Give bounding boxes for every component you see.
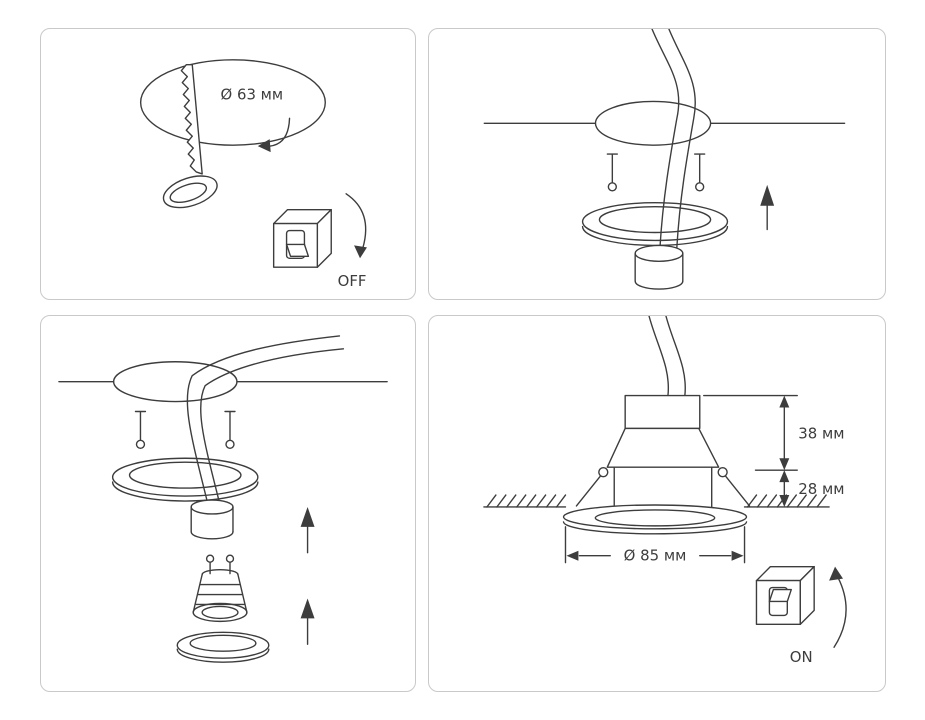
trim-flange <box>562 504 748 535</box>
ceiling-hole-outline <box>139 59 326 146</box>
power-cable <box>651 29 696 249</box>
lamp-body <box>606 394 720 508</box>
step1-drawing: Ø 63 мм OFF <box>139 59 367 290</box>
power-cable <box>648 316 686 397</box>
flip-down-arrow-icon <box>345 193 367 259</box>
up-arrow-icon-bottom <box>300 598 315 645</box>
trim-ring <box>581 202 729 247</box>
height-recessed-label: 28 мм <box>798 480 844 498</box>
step-panel-3 <box>40 315 416 692</box>
step-panel-4: 38 мм 28 мм Ø 85 мм ON <box>428 315 886 692</box>
lens-ring <box>176 631 270 663</box>
step4-drawing: 38 мм 28 мм Ø 85 мм ON <box>483 316 847 666</box>
spring-clip-left <box>575 466 609 507</box>
ceiling-plane <box>58 361 388 403</box>
hole-saw-icon <box>162 64 218 209</box>
step-panel-1: Ø 63 мм OFF <box>40 28 416 300</box>
step3-drawing <box>58 335 388 663</box>
power-switch-on-icon <box>755 565 815 626</box>
spring-clip-right <box>694 153 706 192</box>
ceiling-plane <box>483 100 846 146</box>
lamp-housing-cylinder <box>634 244 684 290</box>
up-arrow-icon <box>760 184 775 231</box>
step2-drawing <box>483 29 846 290</box>
flip-up-arrow-icon <box>829 566 847 648</box>
spring-clip-right <box>717 466 751 507</box>
step-panel-2 <box>428 28 886 300</box>
power-cable <box>186 335 345 502</box>
trim-diameter-label: Ø 85 мм <box>624 547 687 565</box>
switch-off-label: OFF <box>338 272 367 290</box>
diameter-dimension-lines <box>564 526 746 564</box>
spring-clip-left <box>606 153 618 192</box>
gu10-bulb-icon <box>192 554 248 623</box>
height-dimension-lines <box>703 394 798 507</box>
lamp-socket-cylinder <box>190 499 234 540</box>
switch-on-label: ON <box>790 648 813 666</box>
ceiling-section-hatched <box>483 494 830 508</box>
height-above-label: 38 мм <box>798 424 844 442</box>
hole-diameter-label: Ø 63 мм <box>221 85 284 103</box>
power-switch-off-icon <box>272 208 332 268</box>
rotate-arrow-icon <box>257 117 291 153</box>
spring-clip-left <box>134 410 147 449</box>
spring-clip-right <box>224 410 236 449</box>
up-arrow-icon-top <box>300 506 315 554</box>
trim-ring <box>111 457 259 502</box>
